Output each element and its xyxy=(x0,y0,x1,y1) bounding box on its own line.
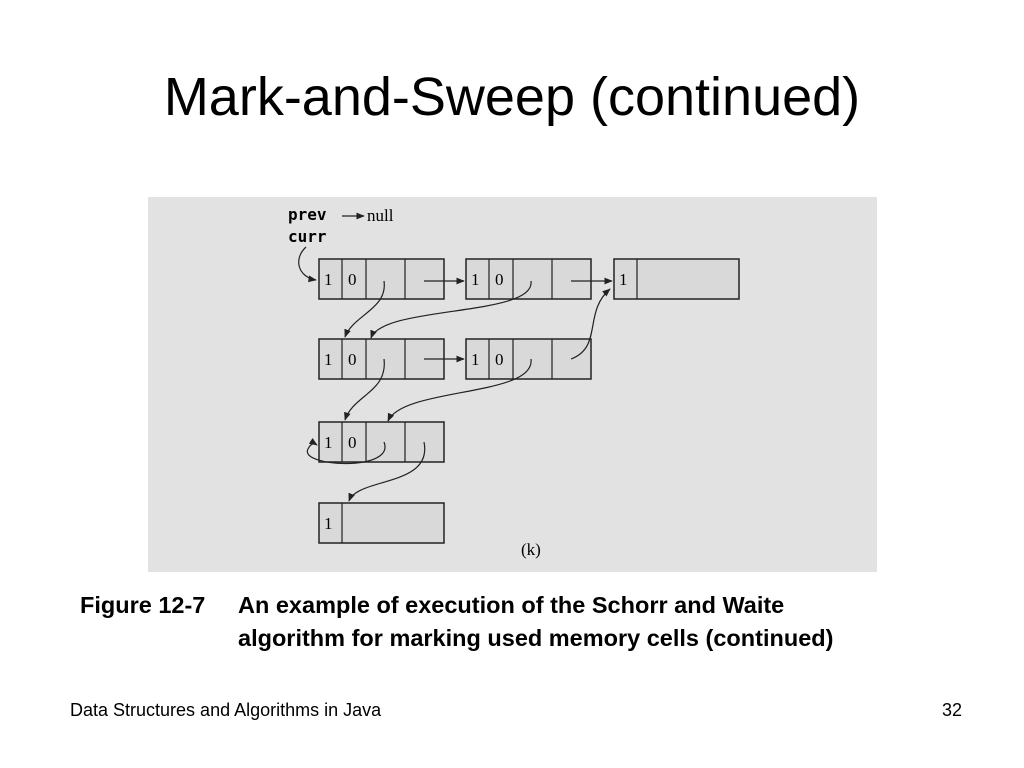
caption-line-1: An example of execution of the Schorr an… xyxy=(238,592,785,618)
memory-cell: 1 0 xyxy=(465,338,592,380)
figure-background xyxy=(148,197,877,572)
pointer-arrow xyxy=(344,280,385,338)
memory-cell: 1 xyxy=(318,502,445,544)
memory-cell: 1 xyxy=(613,258,740,300)
flag-bit: 0 xyxy=(495,350,504,369)
mark-bit: 1 xyxy=(324,433,333,452)
memory-cell: 1 0 xyxy=(318,421,445,463)
mark-bit: 1 xyxy=(324,270,333,289)
curr-label: curr xyxy=(288,227,327,246)
caption-label: Figure 12-7 xyxy=(80,592,206,618)
pointer-arrow xyxy=(370,280,532,339)
flag-bit: 0 xyxy=(348,433,357,452)
page-number: 32 xyxy=(941,700,962,720)
part-label: (k) xyxy=(521,540,541,559)
flag-bit: 0 xyxy=(348,350,357,369)
slide-title: Mark-and-Sweep (continued) xyxy=(163,67,861,127)
pointer-arrow xyxy=(348,441,426,502)
figure-canvas: prev null curr 1 0 1 0 1 xyxy=(148,197,877,572)
prev-label: prev xyxy=(288,205,327,224)
pointer-arrow xyxy=(344,358,385,421)
memory-cell: 1 0 xyxy=(318,258,445,300)
memory-cell: 1 0 xyxy=(465,258,592,300)
caption-line-2: algorithm for marking used memory cells … xyxy=(238,625,834,651)
mark-bit: 1 xyxy=(619,270,628,289)
mark-bit: 1 xyxy=(324,514,333,533)
mark-bit: 1 xyxy=(324,350,333,369)
flag-bit: 0 xyxy=(495,270,504,289)
self-pointer-arrow xyxy=(306,438,386,465)
null-label: null xyxy=(367,206,394,225)
pointer-arrow xyxy=(387,358,532,422)
flag-bit: 0 xyxy=(348,270,357,289)
memory-cell: 1 0 xyxy=(318,338,445,380)
schorr-waite-figure: prev null curr 1 0 1 0 1 xyxy=(148,197,877,572)
curr-pointer-arrow xyxy=(298,246,317,283)
mark-bit: 1 xyxy=(471,350,480,369)
mark-bit: 1 xyxy=(471,270,480,289)
footer-book-title: Data Structures and Algorithms in Java xyxy=(70,700,382,720)
reversed-pointer-arrow xyxy=(570,288,611,360)
